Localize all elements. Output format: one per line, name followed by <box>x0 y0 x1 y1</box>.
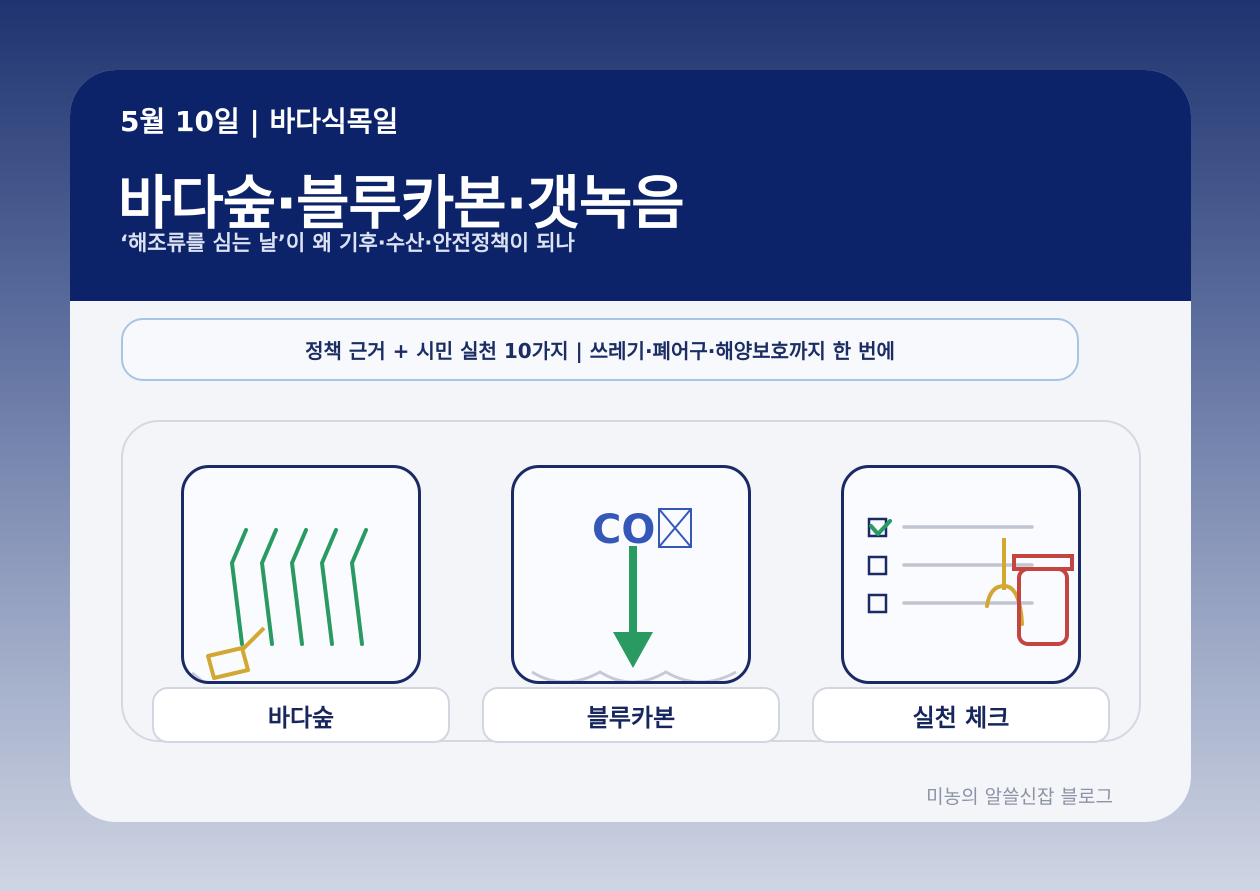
blog-credit: 미농의 알쓸신잡 블로그 <box>926 786 1113 808</box>
check-mark-icon <box>869 519 892 536</box>
icon-panel: CO <box>121 420 1141 743</box>
checklist-icon <box>867 517 1074 646</box>
card-label-blue-carbon: 블루카본 <box>482 687 780 743</box>
seaweed-icon-box <box>181 465 421 684</box>
infographic-card: 5월 10일 | 바다식목일 바다숲·블루카본·갯녹음 ‘해조류를 심는 날’이… <box>70 70 1191 822</box>
date-line: 5월 10일 | 바다식목일 <box>120 105 399 138</box>
co2-text: CO <box>592 507 655 553</box>
card-label-seaweed: 바다숲 <box>152 687 450 743</box>
card-label-practice-check: 실천 체크 <box>812 687 1110 743</box>
blue-carbon-icon-box: CO <box>511 465 751 684</box>
checklist-icon-box <box>841 465 1081 684</box>
hook-icon <box>985 538 1024 626</box>
subscript-box-icon <box>658 508 692 548</box>
seaweed-icon <box>191 528 418 681</box>
summary-pill: 정책 근거 + 시민 실천 10가지 | 쓰레기·폐어구·해양보호까지 한 번에 <box>121 318 1079 381</box>
header-banner: 5월 10일 | 바다식목일 바다숲·블루카본·갯녹음 ‘해조류를 심는 날’이… <box>70 70 1191 301</box>
co2-down-arrow-icon: CO <box>531 507 737 681</box>
page-title: 바다숲·블루카본·갯녹음 <box>118 169 685 237</box>
jar-icon <box>1012 554 1074 646</box>
page-subtitle: ‘해조류를 심는 날’이 왜 기후·수산·안전정책이 되나 <box>120 231 575 255</box>
